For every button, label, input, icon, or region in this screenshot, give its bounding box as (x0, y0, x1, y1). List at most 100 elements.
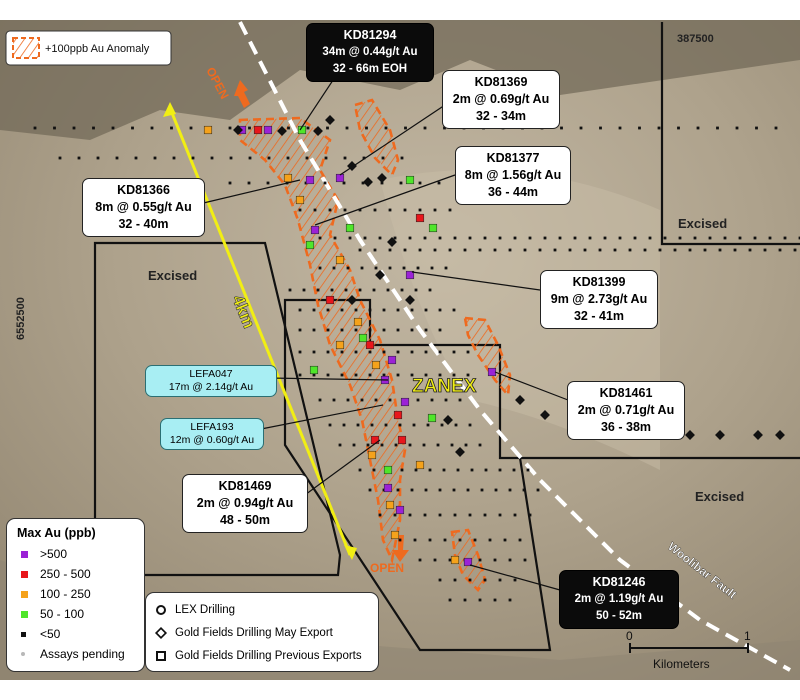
drill-hole-dot (433, 558, 437, 562)
callout-line: LEFA193 (190, 421, 234, 433)
drill-hole-dot (478, 248, 482, 252)
drill-hole-dot (358, 468, 362, 472)
drill-hole-dot (33, 126, 37, 130)
drill-hole-dot (748, 248, 752, 252)
excised-polygon-right-top (660, 22, 800, 246)
drill-hole-dot (410, 488, 414, 492)
drill-hole-dot (400, 156, 404, 160)
drill-hole-dot (345, 126, 349, 130)
diamond-hole (233, 125, 243, 135)
drill-hole-dot (378, 513, 382, 517)
drill-hole-dot (478, 558, 482, 562)
four-km-arrow-top (163, 102, 176, 117)
legend-item: 50 - 100 (21, 604, 144, 624)
drill-hole-dot (370, 423, 374, 427)
callout-line: 8m @ 1.56g/t Au (464, 168, 562, 182)
drill-hole-dot (346, 266, 350, 270)
drill-hole-dot (450, 443, 454, 447)
drill-hole-dot (382, 328, 386, 332)
drill-hole-dot (402, 266, 406, 270)
drill-hole-dot (478, 598, 482, 602)
drill-hole-dot (340, 350, 344, 354)
assay-marker (385, 500, 395, 510)
drill-hole-dot (458, 538, 462, 542)
legend-item-label: 100 - 250 (40, 587, 91, 601)
drill-hole-dot (466, 350, 470, 354)
drill-hole-dot (358, 248, 362, 252)
drill-hole-dot (150, 126, 154, 130)
drill-hole-dot (360, 266, 364, 270)
assay-marker (427, 413, 437, 423)
drill-hole-dot (298, 328, 302, 332)
drill-hole-dot (414, 288, 418, 292)
drill-hole-dot (512, 468, 516, 472)
drill-hole-dot (354, 350, 358, 354)
drill-hole-dot (658, 248, 662, 252)
drill-hole-dot (388, 208, 392, 212)
drill-hole-dot (468, 236, 472, 240)
drill-hole-dot (663, 236, 667, 240)
callout-line: 2m @ 0.69g/t Au (452, 92, 550, 106)
assay-marker (390, 530, 400, 540)
drill-hole-dot (470, 468, 474, 472)
callout-line: 36 - 44m (487, 185, 539, 199)
drill-hole-dot (131, 126, 134, 130)
callout-line: 17m @ 2.14g/t Au (168, 381, 254, 393)
drill-hole-dot (508, 598, 512, 602)
drill-hole-dot (778, 248, 782, 252)
callout-line: 2m @ 0.94g/t Au (196, 496, 294, 510)
drill-hole-dot (423, 126, 427, 130)
drill-hole-dot (324, 156, 328, 160)
drill-hole-dot (396, 350, 400, 354)
drill-hole-dot (558, 236, 562, 240)
drill-hole-dot (400, 288, 404, 292)
drill-hole-dot (424, 373, 428, 377)
assay-marker (370, 435, 380, 445)
drill-hole-dot (424, 350, 428, 354)
legend-item: <50 (21, 624, 144, 644)
drill-hole-dot (466, 488, 470, 492)
drill-hole-dot (673, 248, 677, 252)
drill-hole-dot (342, 423, 346, 427)
drill-hole-dot (96, 156, 100, 160)
diamond-icon (154, 626, 168, 639)
drill-hole-dot (344, 288, 348, 292)
drill-hole-dot (368, 373, 372, 377)
drill-hole-dot (306, 126, 310, 130)
drill-hole-dot (466, 373, 470, 377)
legend-item-label: <50 (40, 627, 61, 641)
assay-marker (487, 367, 497, 377)
drill-hole-dot (153, 156, 157, 160)
diamond-hole (685, 430, 695, 440)
diamond-hole (347, 295, 357, 305)
drill-hole-dot (536, 488, 540, 492)
drilling-legend-label: Gold Fields Drilling Previous Exports (175, 649, 362, 662)
drill-hole-dot (298, 308, 302, 312)
svg-text:0: 0 (626, 629, 633, 643)
assay-marker (305, 175, 315, 185)
drill-hole-dot (598, 248, 602, 252)
drill-hole-dot (354, 308, 358, 312)
drill-hole-dot (111, 126, 115, 130)
open-label-south: OPEN (370, 561, 404, 575)
drill-hole-dot (638, 126, 641, 130)
drill-hole-dot (393, 513, 397, 517)
diamond-hole (405, 295, 415, 305)
drill-hole-dot (628, 248, 632, 252)
drill-hole-dot (382, 350, 386, 354)
drill-hole-dot (493, 248, 497, 252)
drill-hole-dot (426, 423, 430, 427)
drill-hole-dot (408, 236, 412, 240)
drill-hole-dot (458, 398, 462, 402)
drill-hole-dot (424, 488, 428, 492)
grey-dot-icon (21, 652, 25, 656)
drill-hole-dot (428, 468, 432, 472)
drill-hole-dot (361, 181, 365, 185)
diamond-hole (775, 430, 785, 440)
callout-line: 32 - 66m EOH (332, 63, 408, 75)
drill-hole-dot (678, 236, 682, 240)
